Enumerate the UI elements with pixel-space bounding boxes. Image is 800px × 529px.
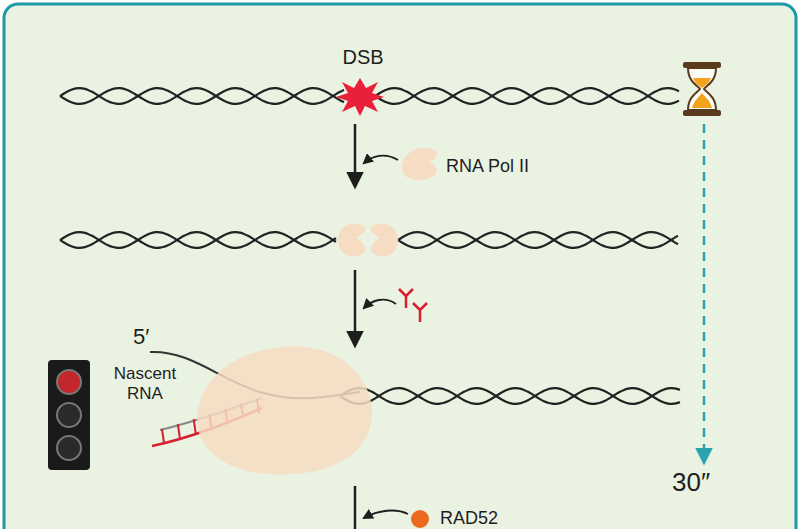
dna-strand <box>60 232 336 248</box>
dna-strand <box>60 88 344 104</box>
dsb-star <box>336 78 384 116</box>
step-arrow <box>354 270 357 345</box>
dna-strand <box>398 232 678 248</box>
panel-frame <box>4 4 796 529</box>
rna-label: Nascent RNA <box>104 364 186 403</box>
protein-label: RAD52 <box>440 508 520 529</box>
recruit-arrow <box>364 300 396 308</box>
dsb-label: DSB <box>338 46 388 69</box>
rna-pol-ii-blob <box>370 224 398 257</box>
step-arrow <box>354 486 357 529</box>
dna-strand <box>340 388 680 404</box>
dna-strand <box>375 88 679 104</box>
recruit-arrow <box>364 511 408 518</box>
hourglass <box>683 62 721 116</box>
protein-label: RNA Pol II <box>446 156 556 177</box>
dna-strand <box>340 388 680 404</box>
rna-pol-ii-icon <box>402 148 437 180</box>
modifier-molecules <box>399 289 427 322</box>
dna-strand <box>60 232 336 248</box>
dna-strand <box>398 232 678 248</box>
traffic-light <box>48 360 90 470</box>
rna-pol-ii-blob <box>338 224 366 257</box>
dna-helices <box>60 88 680 404</box>
recruit-arrow <box>364 156 398 163</box>
time-label: 30″ <box>672 468 742 498</box>
time-arrow <box>703 124 706 462</box>
dna-strand <box>375 88 679 104</box>
strand-end-label: 5′ <box>133 324 163 349</box>
rna-pol-ii-complex <box>197 346 372 474</box>
rad52-protein <box>411 510 429 528</box>
step-arrow <box>354 124 357 186</box>
dna-strand <box>60 88 344 104</box>
